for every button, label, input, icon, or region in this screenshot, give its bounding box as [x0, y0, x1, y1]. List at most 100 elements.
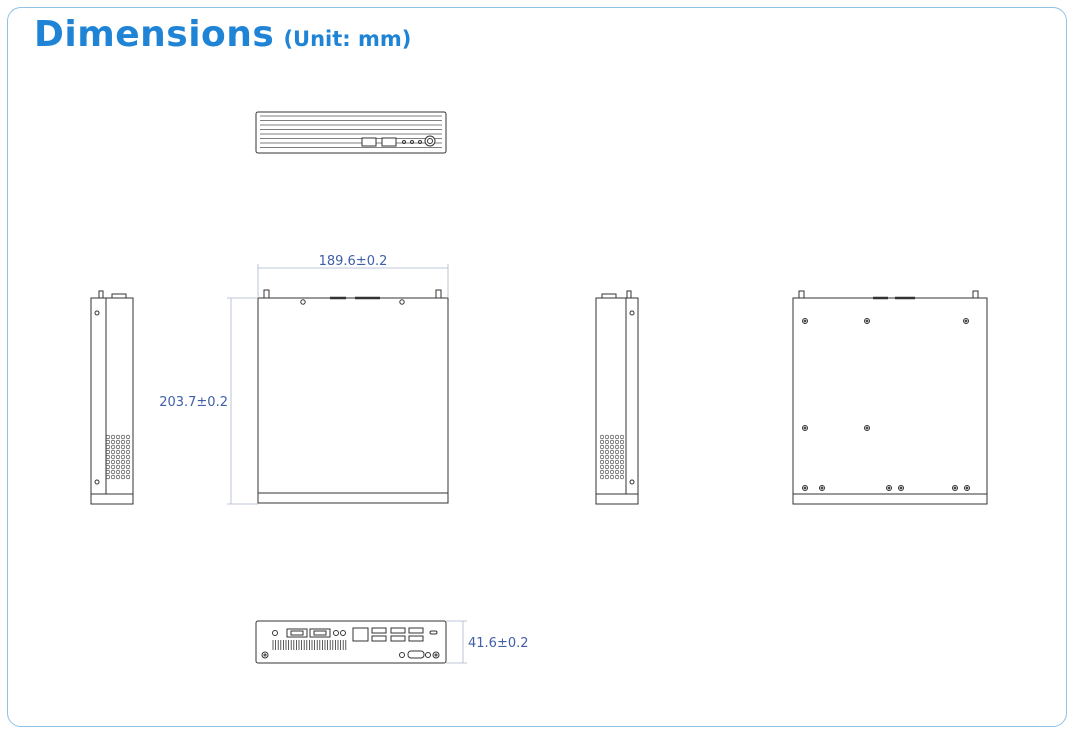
vent-hole: [599, 469, 605, 475]
vent-hole: [609, 434, 615, 440]
screw-hole: [819, 485, 825, 491]
vent-hole: [599, 434, 605, 440]
screw-center: [803, 426, 807, 430]
vent-hole: [609, 454, 615, 460]
vent-hole: [115, 454, 121, 460]
vent-hole: [599, 474, 605, 480]
vent-hole: [125, 474, 131, 480]
screw-center: [964, 319, 968, 323]
vent-hole: [614, 449, 620, 455]
vent-hole: [110, 434, 116, 440]
screw-center: [865, 319, 869, 323]
vent-hole: [115, 439, 121, 445]
vent-hole: [619, 439, 625, 445]
vent-hole: [604, 449, 610, 455]
page-title: Dimensions (Unit: mm): [34, 14, 411, 55]
vent-hole: [619, 444, 625, 450]
top-view: [257, 289, 449, 504]
vent-hole: [120, 474, 126, 480]
screw-hole: [964, 485, 970, 491]
vent-hole: [110, 474, 116, 480]
screw-center: [953, 486, 957, 490]
screw-center: [965, 486, 969, 490]
title-text: Dimensions: [34, 14, 275, 55]
vent-hole: [609, 469, 615, 475]
vent-hole: [110, 464, 116, 470]
vent-hole: [614, 464, 620, 470]
depth-dimension-label: 203.7±0.2: [159, 395, 228, 410]
screw-center: [865, 426, 869, 430]
vent-hole: [110, 444, 116, 450]
vent-hole: [125, 464, 131, 470]
vent-hole: [105, 454, 111, 460]
bottom-view: [792, 290, 988, 505]
vent-hole: [125, 434, 131, 440]
vent-hole: [599, 459, 605, 465]
screw-hole: [802, 485, 808, 491]
vent-hole: [604, 444, 610, 450]
vent-hole: [604, 459, 610, 465]
vent-hole: [619, 434, 625, 440]
screw-hole: [952, 485, 958, 491]
vent-hole: [115, 449, 121, 455]
vent-hole: [115, 474, 121, 480]
vent-hole: [115, 469, 121, 475]
screw-hole: [864, 318, 870, 324]
vent-hole: [125, 444, 131, 450]
screw-center: [803, 319, 807, 323]
screw-hole: [886, 485, 892, 491]
vent-hole: [120, 449, 126, 455]
vent-hole: [115, 459, 121, 465]
vent-hole: [120, 464, 126, 470]
screw-center: [820, 486, 824, 490]
vent-hole: [614, 439, 620, 445]
screw-hole: [864, 425, 870, 431]
screw-hole: [802, 425, 808, 431]
vent-hole: [110, 439, 116, 445]
vent-hole: [614, 434, 620, 440]
vent-hole: [604, 454, 610, 460]
vent-hole: [105, 474, 111, 480]
vent-hole: [120, 434, 126, 440]
vent-hole: [599, 444, 605, 450]
vent-hole: [125, 459, 131, 465]
vent-hole: [120, 469, 126, 475]
vent-hole: [609, 449, 615, 455]
vent-hole: [614, 454, 620, 460]
vent-hole: [619, 454, 625, 460]
unit-label: (Unit: mm): [283, 27, 412, 51]
vent-hole: [125, 469, 131, 475]
vent-hole: [609, 459, 615, 465]
vent-hole: [110, 459, 116, 465]
vent-hole: [614, 459, 620, 465]
vent-hole: [120, 439, 126, 445]
vent-hole: [115, 464, 121, 470]
vent-hole: [599, 464, 605, 470]
vent-hole: [614, 469, 620, 475]
vent-hole: [105, 434, 111, 440]
vent-hole: [599, 439, 605, 445]
vent-hole: [619, 464, 625, 470]
vent-hole: [105, 449, 111, 455]
vent-hole: [110, 454, 116, 460]
screw-hole: [898, 485, 904, 491]
vent-hole: [110, 469, 116, 475]
left-side-view: [90, 290, 134, 505]
vent-hole: [609, 474, 615, 480]
vent-hole: [619, 474, 625, 480]
panel-frame: [7, 7, 1067, 727]
screw-center: [899, 486, 903, 490]
vent-hole: [105, 459, 111, 465]
vent-hole: [105, 469, 111, 475]
vent-hole: [115, 434, 121, 440]
vent-hole: [619, 449, 625, 455]
vent-hole: [105, 444, 111, 450]
vent-hole: [120, 454, 126, 460]
vent-hole: [614, 474, 620, 480]
vent-hole: [125, 439, 131, 445]
vent-hole: [105, 439, 111, 445]
dimension-lines: [227, 264, 467, 664]
vent-hole: [105, 464, 111, 470]
screw-hole: [963, 318, 969, 324]
